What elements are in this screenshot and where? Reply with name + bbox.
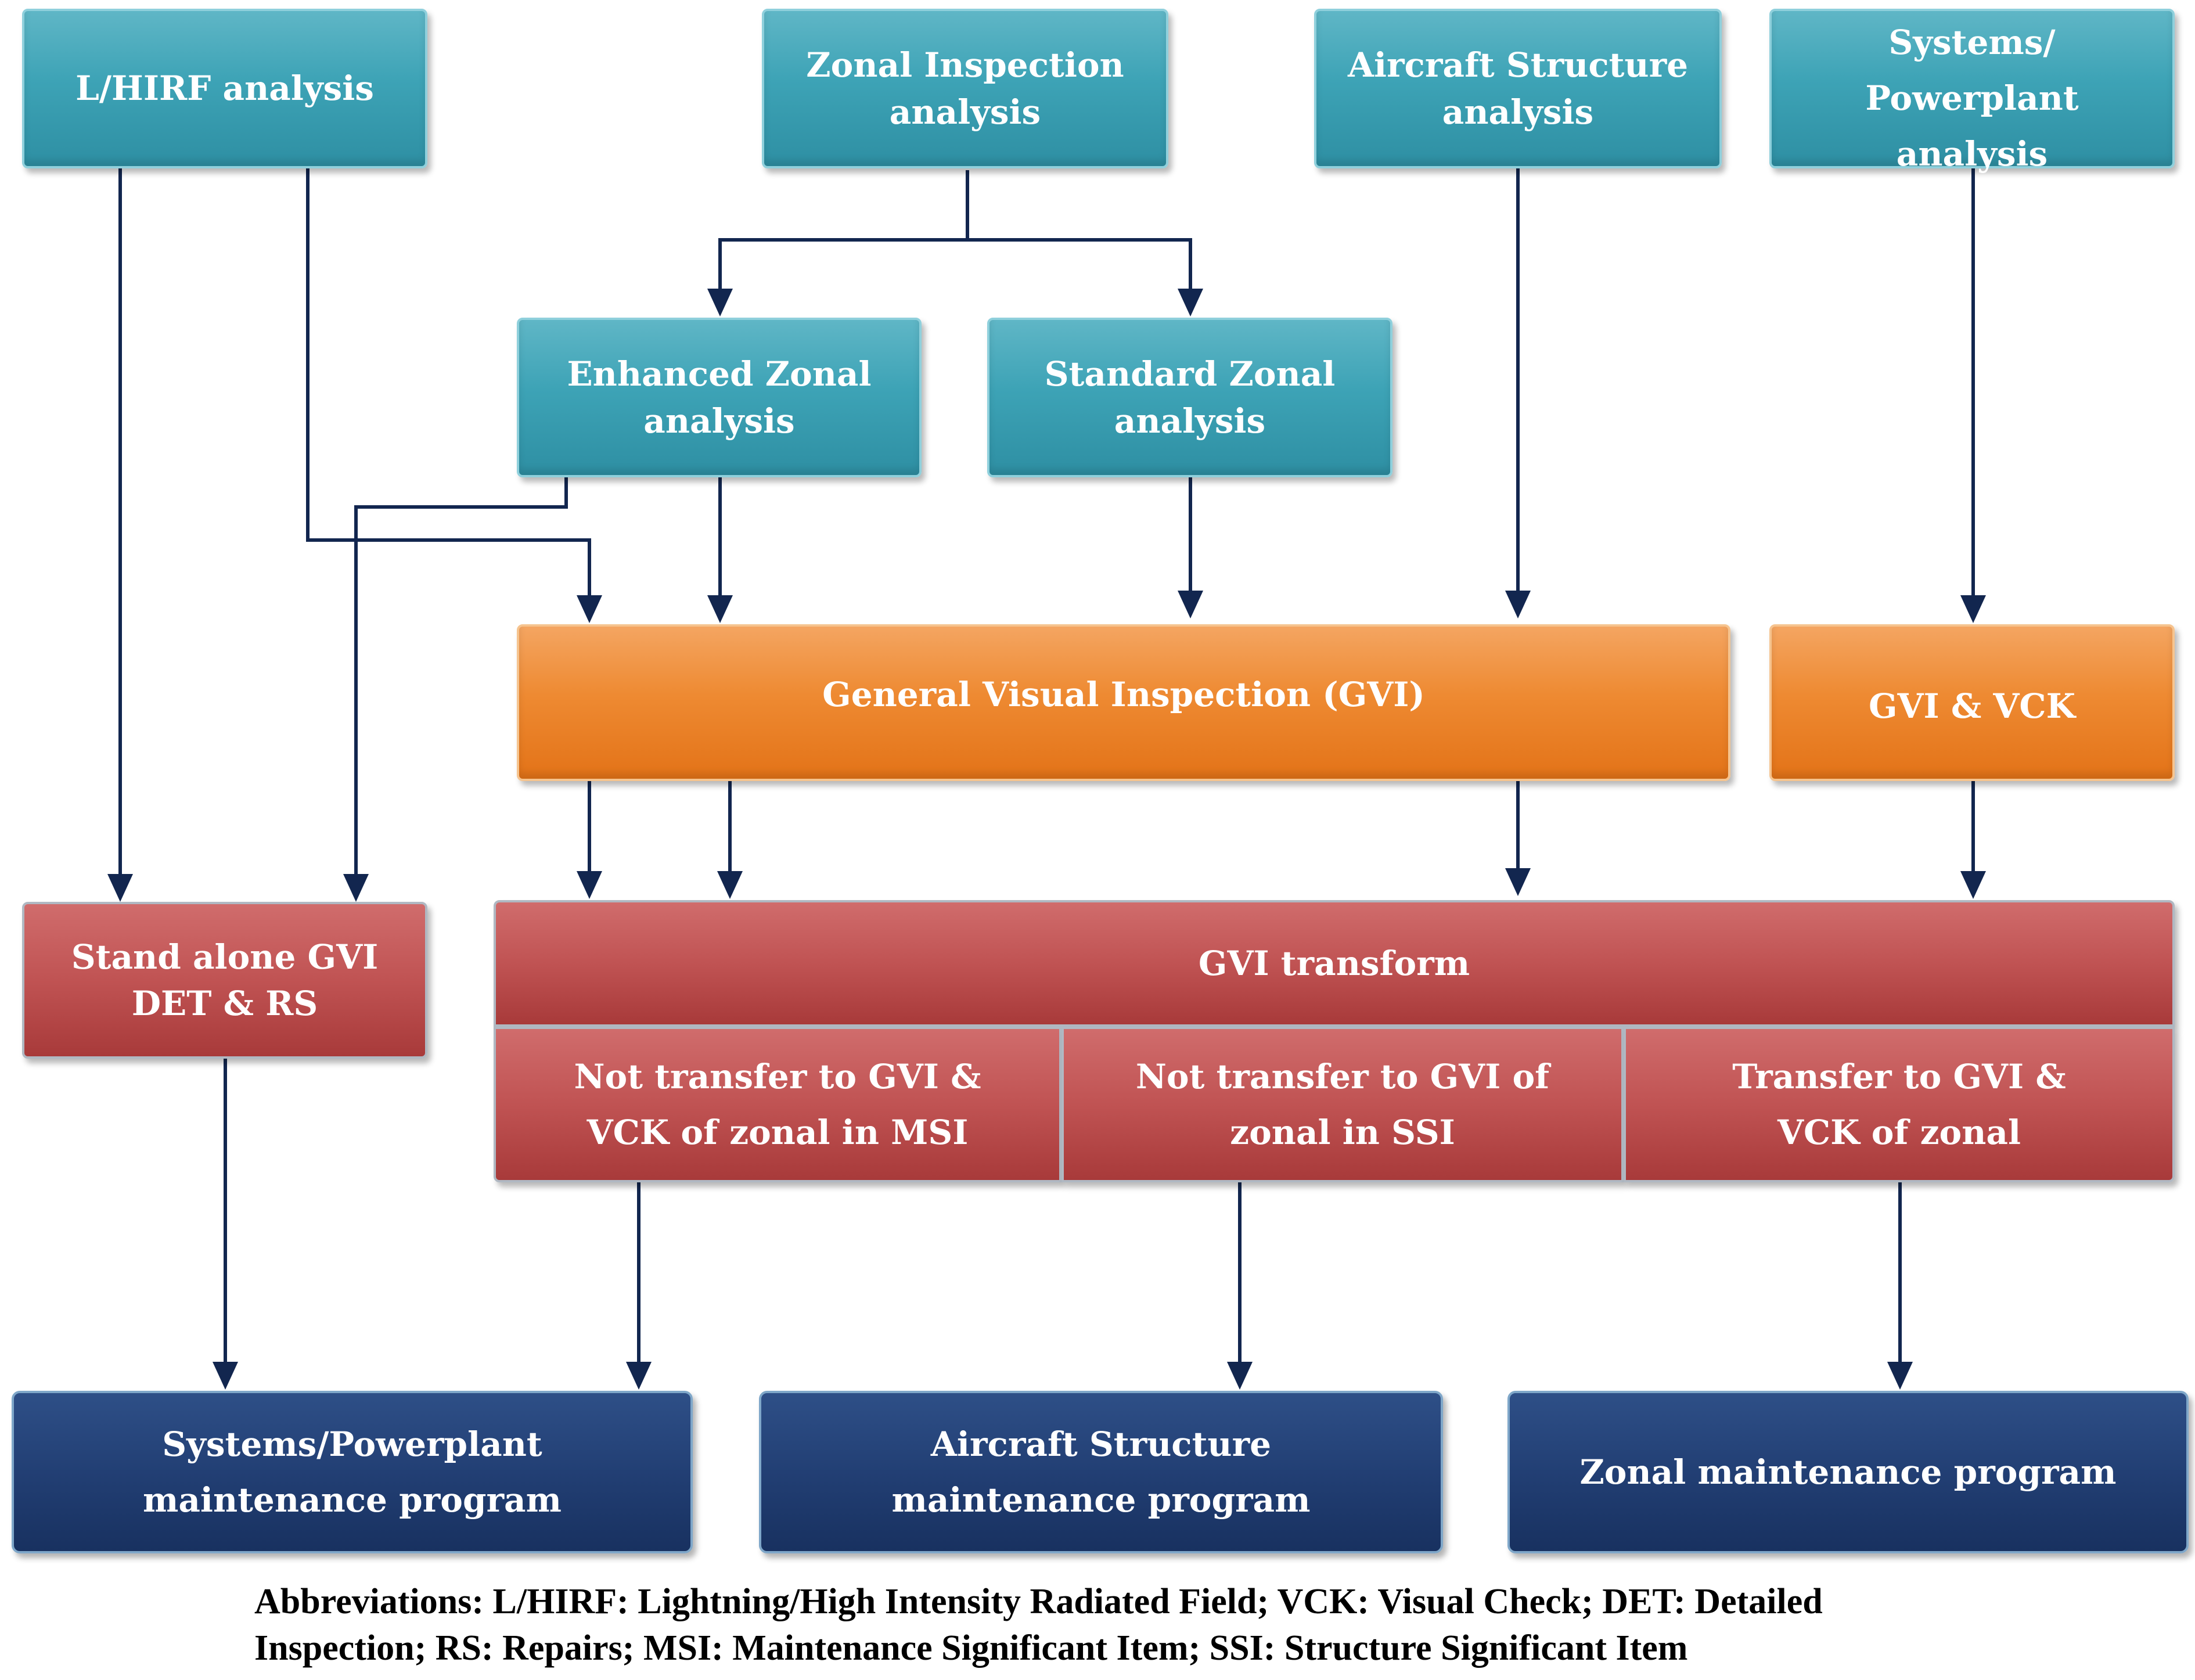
arrow-standard-gvi xyxy=(1178,591,1203,618)
standard-zonal-analysis-label: Standard Zonal analysis xyxy=(1044,354,1336,441)
enhanced-zonal-analysis-label: Enhanced Zonal analysis xyxy=(567,354,872,441)
gvi-box: General Visual Inspection (GVI) xyxy=(517,624,1730,781)
arrow-ssi-program xyxy=(1227,1362,1253,1390)
standard-zonal-analysis-box: Standard Zonal analysis xyxy=(987,318,1392,477)
zonal-program-box: Zonal maintenance program xyxy=(1507,1391,2189,1553)
zonal-inspection-analysis-box: Zonal Inspection analysis xyxy=(762,9,1168,168)
arrow-msi-program xyxy=(626,1362,652,1390)
stand-alone-gvi-box: Stand alone GVI DET & RS xyxy=(22,902,427,1059)
systems-powerplant-analysis-box: Systems/ Powerplant analysis xyxy=(1769,9,2175,174)
zonal-inspection-analysis-label: Zonal Inspection analysis xyxy=(806,45,1124,132)
arrow-to-enhanced xyxy=(707,289,733,316)
arrow-enhanced-gvi xyxy=(707,595,733,623)
systems-powerplant-program-box: Systems/Powerplant maintenance program xyxy=(12,1391,693,1553)
abbreviations-footnote: Abbreviations: L/HIRF: Lightning/High In… xyxy=(254,1578,1996,1671)
arrow-enhanced-standalone xyxy=(343,874,369,902)
arrow-structure-gvi xyxy=(1505,591,1531,618)
transfer-zonal-label: Transfer to GVI & VCK of zonal xyxy=(1732,1057,2066,1152)
enhanced-zonal-analysis-box: Enhanced Zonal analysis xyxy=(517,318,922,477)
lhirf-analysis-label: L/HIRF analysis xyxy=(75,69,374,109)
arrow-systems-gvivck xyxy=(1960,595,1986,623)
arrow-standalone-program xyxy=(213,1362,238,1390)
transfer-zonal-cell: Transfer to GVI & VCK of zonal xyxy=(1624,1027,2175,1182)
systems-powerplant-program-label: Systems/Powerplant maintenance program xyxy=(142,1424,562,1520)
not-transfer-ssi-label: Not transfer to GVI of zonal in SSI xyxy=(1135,1057,1550,1152)
arrow-transfer-program xyxy=(1887,1362,1913,1390)
lhirf-analysis-box: L/HIRF analysis xyxy=(22,9,427,168)
arrow-to-standard xyxy=(1178,289,1203,316)
arrow-gvi-transform-2 xyxy=(717,871,743,899)
zonal-program-label: Zonal maintenance program xyxy=(1579,1452,2117,1492)
arrow-gvi-transform-1 xyxy=(577,871,602,899)
gvi-vck-box: GVI & VCK xyxy=(1769,624,2175,781)
gvi-transform-label: GVI transform xyxy=(1198,943,1470,983)
stand-alone-gvi-label: Stand alone GVI DET & RS xyxy=(71,937,379,1023)
not-transfer-ssi-cell: Not transfer to GVI of zonal in SSI xyxy=(1061,1027,1624,1182)
connector-zonal-split xyxy=(718,170,1192,296)
arrow-lhirf-standalone xyxy=(107,874,133,902)
aircraft-structure-analysis-label: Aircraft Structure analysis xyxy=(1347,45,1689,132)
footnote-line-2: Inspection; RS: Repairs; MSI: Maintenanc… xyxy=(254,1628,1688,1668)
gvi-vck-label: GVI & VCK xyxy=(1869,686,2075,726)
arrow-lhirf-gvi xyxy=(577,595,602,623)
aircraft-structure-program-label: Aircraft Structure maintenance program xyxy=(891,1424,1311,1520)
arrow-gvivck-transform xyxy=(1960,871,1986,899)
not-transfer-msi-label: Not transfer to GVI & VCK of zonal in MS… xyxy=(574,1057,981,1152)
systems-powerplant-analysis-label: Systems/ Powerplant analysis xyxy=(1865,23,2079,174)
not-transfer-msi-cell: Not transfer to GVI & VCK of zonal in MS… xyxy=(494,1027,1061,1182)
arrow-gvi-transform-3 xyxy=(1505,868,1531,896)
gvi-label: General Visual Inspection (GVI) xyxy=(822,674,1425,714)
aircraft-structure-program-box: Aircraft Structure maintenance program xyxy=(759,1391,1443,1553)
gvi-transform-header: GVI transform xyxy=(494,900,2175,1027)
footnote-line-1: Abbreviations: L/HIRF: Lightning/High In… xyxy=(254,1582,1823,1621)
aircraft-structure-analysis-box: Aircraft Structure analysis xyxy=(1314,9,1722,168)
